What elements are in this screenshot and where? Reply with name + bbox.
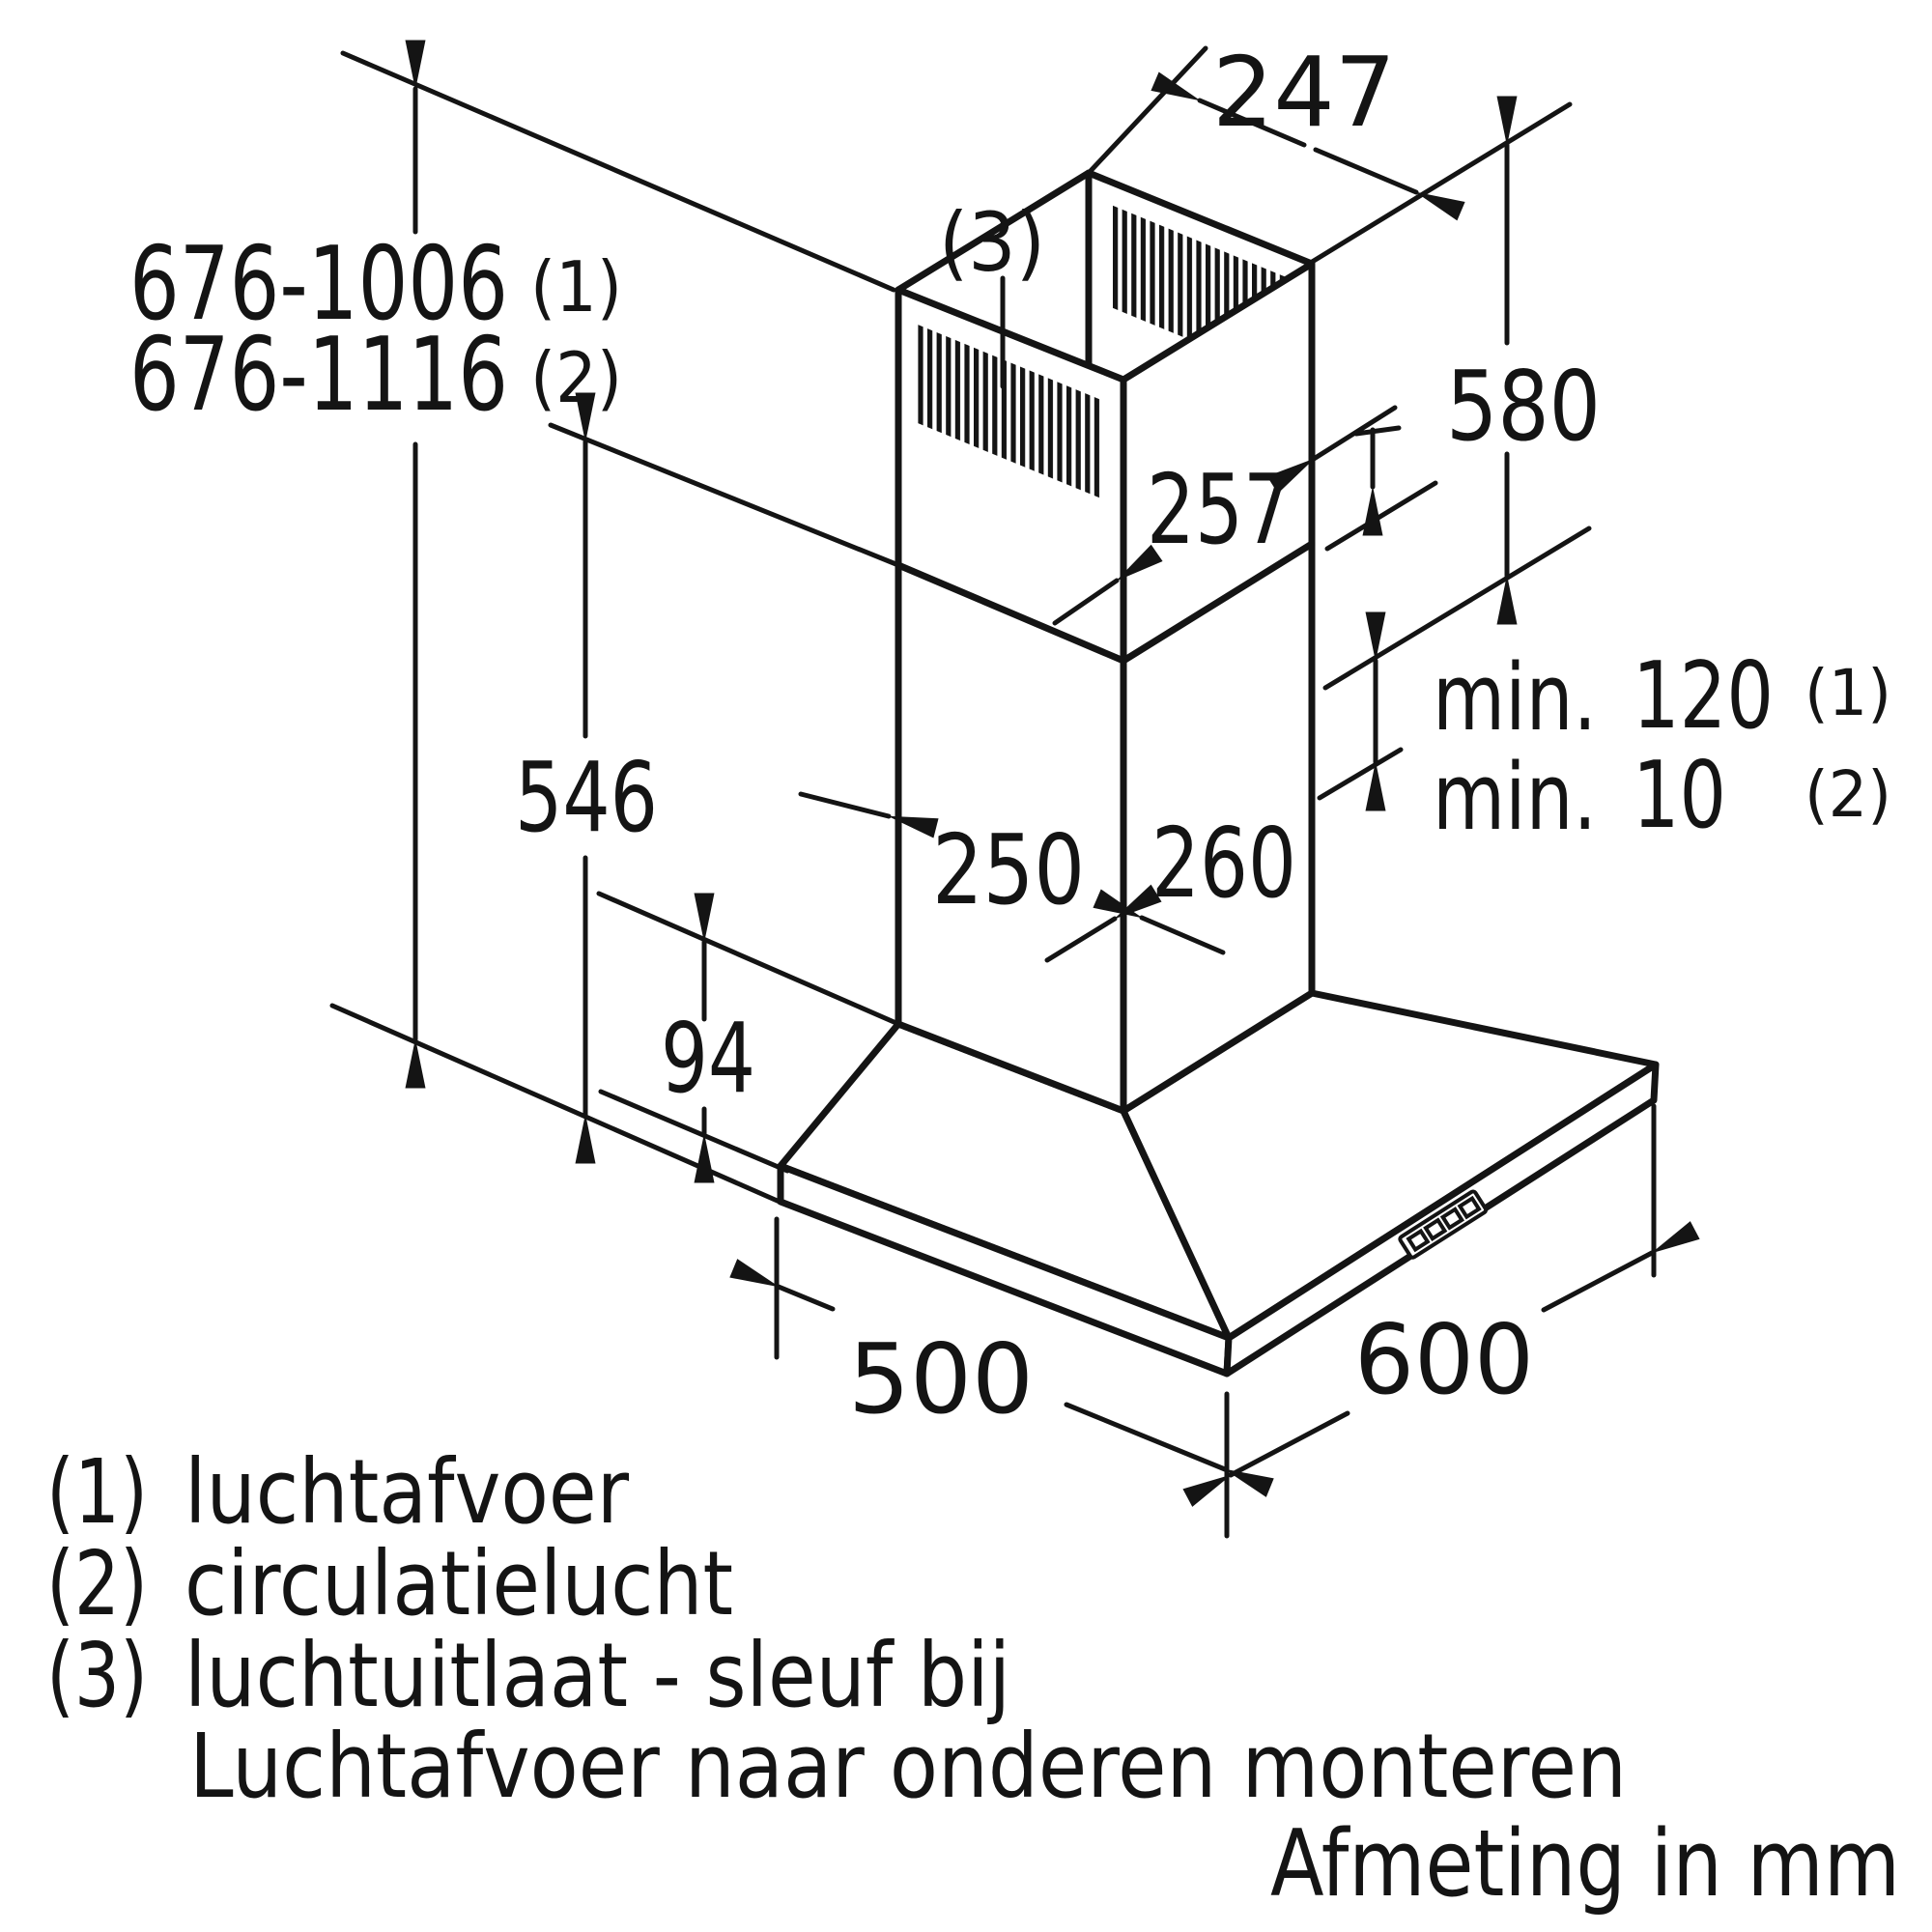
ext-247-left [1086,45,1208,176]
ext-257-tick [1353,425,1402,437]
front-vent-grille [918,325,1101,498]
dim-600-right-arrow [1541,1221,1700,1313]
label-top-depth: 247 [1212,36,1396,149]
legend-ref-1: (1) [46,1440,148,1544]
footer-units-note: Afmeting in mm [1270,1811,1900,1918]
label-min2-ref: (2) [1804,757,1891,832]
label-callout-3: (3) [939,195,1045,290]
ext-247-right [1306,101,1573,267]
telescopic-joint-front [895,561,1127,665]
label-min1: min. [1433,645,1597,752]
dim-250-left-arrow [798,791,939,838]
control-button-1 [1406,1228,1431,1253]
dim-500-right-arrow [1064,1402,1274,1497]
legend-text-3: luchtuitlaat - sleuf bij [185,1624,1010,1727]
telescopic-joint-right [1120,540,1316,665]
label-lower-height-546: 546 [515,741,658,854]
legend-ref-2: (2) [46,1532,148,1635]
dim-257-edge-arrow [1266,405,1398,494]
label-height-total-1-ref: (1) [530,246,622,327]
label-base-depth-600: 600 [1354,1303,1534,1416]
label-canopy-height-94: 94 [661,1002,755,1115]
label-upper-width-257: 257 [1147,453,1292,566]
label-upper-height-580: 580 [1446,350,1601,463]
label-height-total-1: 676-1006 [129,225,508,343]
ext-canopy-top-left [596,891,901,1027]
dim-500-left-arrow [729,1259,836,1312]
chimney-right-face [1120,260,1316,1115]
control-panel [1398,1189,1489,1260]
control-button-4 [1457,1195,1482,1220]
label-base-width-500: 500 [848,1322,1034,1435]
legend-ref-3: (3) [46,1624,148,1727]
label-chimney-width-250: 250 [932,813,1085,926]
label-chimney-depth-260: 260 [1151,807,1296,920]
ext-slab-top-left [598,1089,790,1174]
dimension-labels: 676-1006 (1) 676-1116 (2) 247 (3) 580 25… [129,36,1891,1435]
label-min1-value: 120 [1633,643,1774,750]
label-min1-ref: (1) [1804,656,1891,730]
control-button-3 [1439,1207,1465,1231]
chimney-top-back-left-edge [895,169,1093,294]
dim-257-corner-arrow [1052,544,1163,626]
legend: (1) luchtafvoer (2) circulatielucht (3) … [46,1440,1900,1918]
legend-text-1: luchtafvoer [185,1440,629,1544]
chimney [895,169,1316,1115]
label-height-total-2-ref: (2) [530,337,622,418]
dim-600-left-arrow [1182,1410,1350,1507]
ext-min-lower [1317,747,1404,801]
canopy [777,989,1660,1378]
label-min2-value: 10 [1633,743,1726,849]
legend-text-2: circulatielucht [185,1532,733,1635]
dim-247-right-arrow [1313,147,1465,221]
ext-joint-left [548,422,901,568]
label-height-total-2: 676-1116 [129,316,508,434]
dim-260-corner-arrow [1093,889,1226,955]
dimension-lines [329,40,1700,1539]
dim-250-corner-arrow [1044,884,1162,963]
legend-text-4: Luchtafvoer naar onderen monteren [189,1715,1627,1818]
ext-top-left [340,50,896,293]
control-button-2 [1423,1217,1448,1241]
dim-247-left-arrow [1151,71,1307,148]
label-min2: min. [1433,745,1597,851]
